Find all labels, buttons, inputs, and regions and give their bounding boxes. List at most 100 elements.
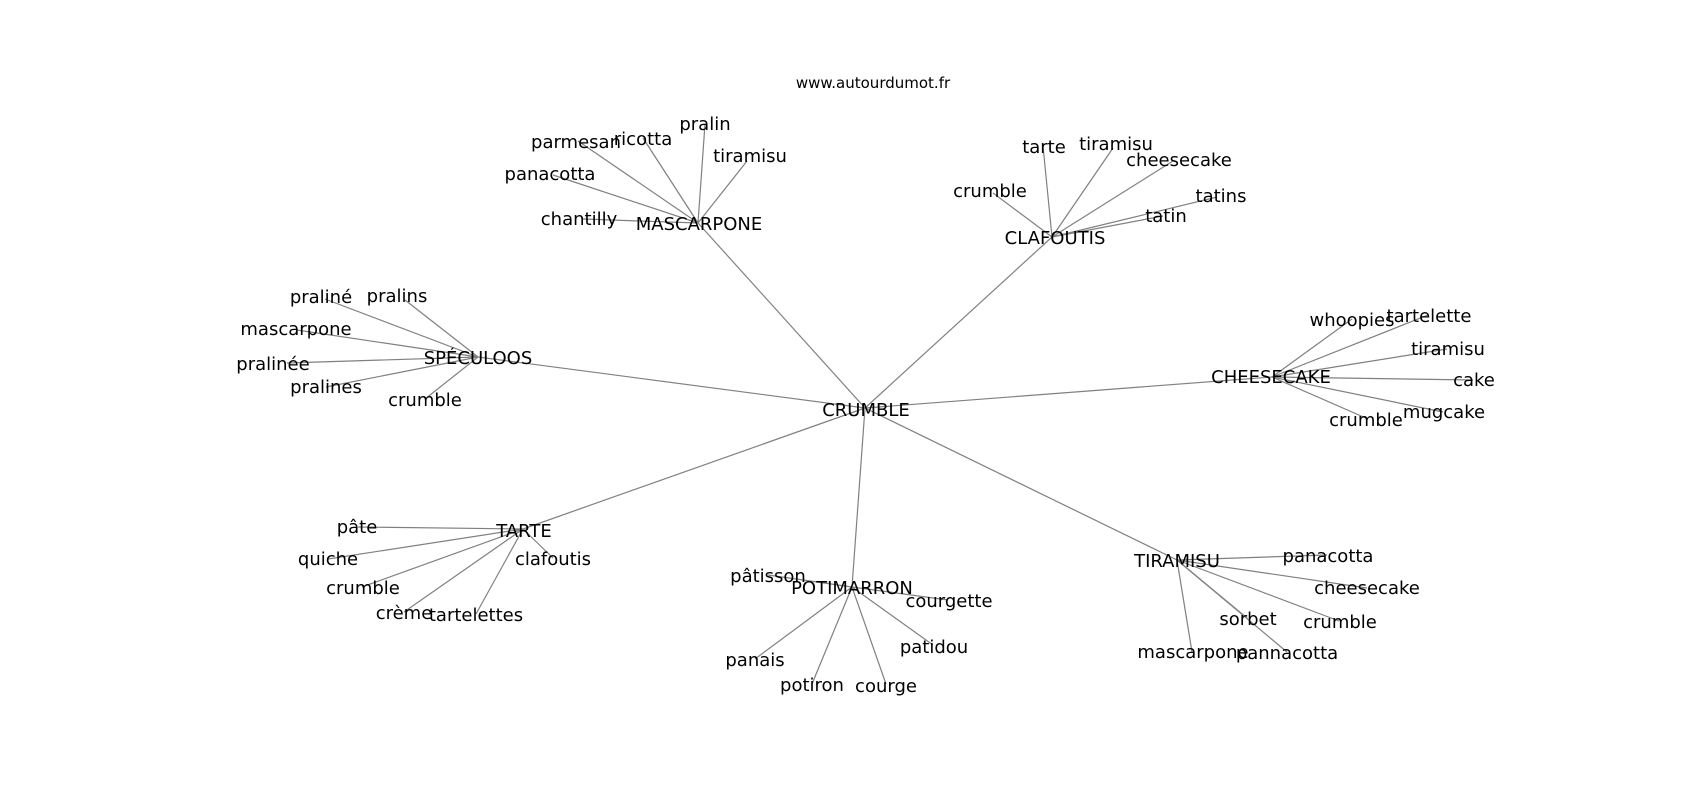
edge: [851, 407, 866, 588]
edge: [1176, 559, 1340, 622]
leaf-label: tiramisu: [713, 146, 787, 167]
edge: [577, 140, 699, 224]
leaf-label: crumble: [1303, 612, 1377, 633]
source-url: www.autourdumot.fr: [796, 74, 951, 92]
root-node-label: CRUMBLE: [822, 400, 910, 421]
edge: [424, 356, 479, 400]
leaf-label: panacotta: [1283, 546, 1374, 567]
edge: [361, 528, 524, 588]
edge: [697, 222, 866, 409]
edge: [327, 528, 524, 560]
edge: [851, 586, 949, 601]
edge: [324, 298, 479, 358]
leaf-label: parmesan: [531, 132, 621, 153]
edge: [864, 376, 1273, 409]
leaf-label: mugcake: [1403, 402, 1485, 423]
edge: [1051, 215, 1164, 238]
hub-label-speculoos: SPÉCULOOS: [424, 347, 533, 369]
edge: [1271, 376, 1369, 420]
leaf-label: courgette: [905, 591, 992, 612]
leaf-label: cheesecake: [1126, 150, 1232, 171]
edge: [1051, 196, 1218, 238]
edge: [1271, 376, 1474, 381]
edge: [522, 407, 866, 530]
edge: [697, 160, 748, 224]
hub-label-potimarron: POTIMARRON: [791, 578, 913, 599]
edge: [286, 356, 479, 364]
edge: [1176, 554, 1328, 561]
hub-label-mascarpone: MASCARPONE: [636, 214, 763, 235]
leaf-label: sorbet: [1219, 609, 1276, 630]
leaf-label: patidou: [900, 637, 968, 658]
leaf-label: tatins: [1196, 186, 1247, 207]
edge: [1271, 314, 1429, 378]
leaf-label: panais: [725, 650, 784, 671]
edge: [552, 174, 699, 224]
edge: [357, 526, 524, 530]
leaf-label: cheesecake: [1314, 578, 1420, 599]
edge: [404, 299, 479, 358]
edge: [522, 528, 554, 559]
edge: [642, 137, 699, 224]
leaf-label: pannacotta: [1236, 643, 1338, 664]
leaf-label: tartelette: [1387, 306, 1472, 327]
leaf-label: praliné: [290, 287, 352, 308]
leaf-label: pâte: [337, 517, 378, 538]
edge: [851, 586, 887, 685]
edge: [475, 528, 524, 615]
leaf-label: mascarpone: [240, 319, 351, 340]
edge: [1271, 318, 1353, 378]
leaf-label: pralines: [290, 377, 362, 398]
edge: [864, 236, 1053, 409]
edge: [477, 356, 866, 409]
edge: [582, 218, 699, 224]
hub-label-cheesecake: CHEESECAKE: [1211, 367, 1331, 388]
edge: [767, 574, 853, 588]
leaf-label: tiramisu: [1411, 339, 1485, 360]
edge: [1051, 160, 1174, 238]
leaf-label: tarte: [1022, 137, 1066, 158]
leaf-label: mascarpone: [1137, 642, 1248, 663]
edge: [851, 586, 934, 646]
leaf-label: ricotta: [614, 129, 672, 150]
edge: [1271, 348, 1448, 378]
edge: [296, 329, 479, 358]
edge: [1176, 559, 1193, 653]
leaf-label: panacotta: [505, 164, 596, 185]
leaf-label: crumble: [388, 390, 462, 411]
leaf-label: crème: [376, 603, 433, 624]
leaf-label: crumble: [953, 181, 1027, 202]
hub-label-tarte: TARTE: [495, 521, 551, 542]
leaf-label: clafoutis: [515, 549, 591, 570]
leaf-label: cake: [1453, 370, 1495, 391]
leaf-label: potiron: [780, 675, 844, 696]
leaf-label: pralin: [679, 114, 730, 135]
leaf-label: pâtisson: [730, 566, 806, 587]
edge: [697, 123, 706, 224]
edge: [403, 528, 524, 613]
edge: [325, 356, 479, 388]
edge: [1042, 145, 1053, 238]
leaf-label: pralinée: [236, 354, 309, 375]
leaf-label: pralins: [367, 286, 428, 307]
leaf-label: quiche: [298, 549, 358, 570]
hub-label-tiramisu: TIRAMISU: [1133, 551, 1220, 572]
edge: [1271, 376, 1444, 413]
edge: [754, 586, 853, 660]
leaf-label: whoopies: [1309, 310, 1394, 331]
leaf-label: chantilly: [541, 209, 618, 230]
edge: [864, 407, 1178, 561]
edge: [1176, 559, 1288, 653]
leaf-label: crumble: [326, 578, 400, 599]
leaf-label: tiramisu: [1079, 134, 1153, 155]
leaf-label: courge: [855, 676, 917, 697]
leaf-label: tartelettes: [429, 605, 523, 626]
leaf-label: crumble: [1329, 410, 1403, 431]
edge: [1176, 559, 1368, 589]
hub-label-clafoutis: CLAFOUTIS: [1005, 228, 1106, 249]
leaf-label: tatin: [1145, 206, 1187, 227]
edge: [1051, 147, 1114, 238]
edge: [992, 192, 1053, 238]
edge: [811, 586, 853, 685]
